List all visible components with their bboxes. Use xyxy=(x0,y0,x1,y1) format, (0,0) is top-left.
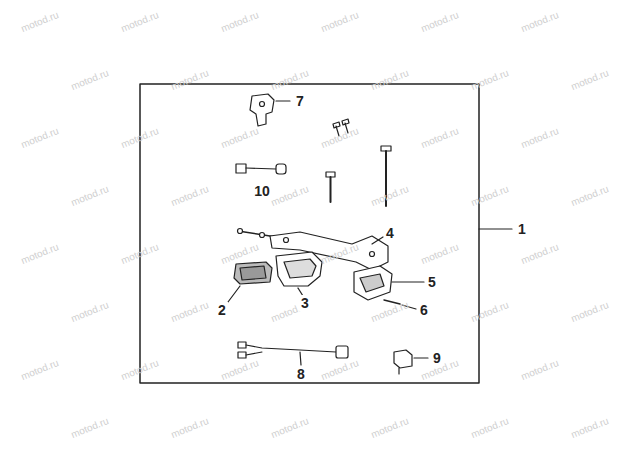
watermark: motod.ru xyxy=(570,300,610,324)
watermark: motod.ru xyxy=(420,10,460,34)
watermark: motod.ru xyxy=(570,68,610,92)
watermark: motod.ru xyxy=(370,184,410,208)
watermark: motod.ru xyxy=(370,68,410,92)
watermark: motod.ru xyxy=(270,184,310,208)
watermark: motod.ru xyxy=(20,126,60,150)
reflector-holder xyxy=(276,252,322,286)
callout-number: 1 xyxy=(516,221,528,237)
watermark: motod.ru xyxy=(370,300,410,324)
callout-number: 5 xyxy=(426,274,438,290)
watermark: motod.ru xyxy=(470,184,510,208)
wire-part xyxy=(246,345,336,355)
watermark: motod.ru xyxy=(520,358,560,382)
housing-face xyxy=(360,274,384,292)
bracket-hole xyxy=(260,102,265,107)
plate-hole xyxy=(370,252,375,257)
watermark: motod.ru xyxy=(120,126,160,150)
reflector-part xyxy=(234,262,272,284)
watermark: motod.ru xyxy=(70,68,110,92)
watermark: motod.ru xyxy=(120,242,160,266)
holder-recess xyxy=(284,259,316,278)
callout-number: 3 xyxy=(299,295,311,311)
watermark: motod.ru xyxy=(370,416,410,440)
watermark: motod.ru xyxy=(520,126,560,150)
callout-number: 2 xyxy=(216,302,228,318)
connector-part xyxy=(238,352,246,358)
watermark: motod.ru xyxy=(20,242,60,266)
leader-line xyxy=(276,100,290,101)
connector-part xyxy=(276,164,286,174)
callout-number: 9 xyxy=(431,350,443,366)
watermark: motod.ru xyxy=(70,300,110,324)
watermark: motod.ru xyxy=(170,184,210,208)
watermark: motod.ru xyxy=(320,10,360,34)
relay-pin xyxy=(398,368,399,374)
plate-hole xyxy=(284,238,289,243)
bracket-part xyxy=(250,94,274,126)
watermark: motod.ru xyxy=(320,126,360,150)
group-frame xyxy=(140,84,479,383)
callout-number: 7 xyxy=(294,93,306,109)
leader-line xyxy=(372,237,383,244)
connector-part xyxy=(336,346,348,358)
watermark: motod.ru xyxy=(170,68,210,92)
watermark: motod.ru xyxy=(520,10,560,34)
watermark: motod.ru xyxy=(70,416,110,440)
watermark: motod.ru xyxy=(320,242,360,266)
reflector-lens xyxy=(240,266,266,280)
watermark: motod.ru xyxy=(270,68,310,92)
bolt-part xyxy=(330,177,332,202)
callout-number: 6 xyxy=(418,302,430,318)
leader-line xyxy=(414,357,428,358)
watermark: motod.ru xyxy=(170,416,210,440)
callout-number: 10 xyxy=(252,183,272,199)
watermark: motod.ru xyxy=(220,358,260,382)
watermark: motod.ru xyxy=(70,184,110,208)
watermark: motod.ru xyxy=(420,126,460,150)
watermark: motod.ru xyxy=(20,10,60,34)
lamp-housing xyxy=(354,266,392,300)
watermark: motod.ru xyxy=(470,416,510,440)
watermark: motod.ru xyxy=(220,242,260,266)
connector-part xyxy=(236,164,246,173)
wire-part xyxy=(246,168,276,169)
watermark: motod.ru xyxy=(120,10,160,34)
watermark: motod.ru xyxy=(470,68,510,92)
watermark: motod.ru xyxy=(470,300,510,324)
watermark: motod.ru xyxy=(220,10,260,34)
relay-part xyxy=(394,350,412,368)
connector-part xyxy=(238,342,246,348)
watermark: motod.ru xyxy=(420,242,460,266)
watermark: motod.ru xyxy=(320,358,360,382)
watermark: motod.ru xyxy=(570,184,610,208)
leader-line xyxy=(392,281,424,282)
leader-line xyxy=(228,286,240,302)
callout-number: 8 xyxy=(295,366,307,382)
watermark: motod.ru xyxy=(570,416,610,440)
leader-line xyxy=(479,228,512,229)
watermark: motod.ru xyxy=(270,416,310,440)
watermark: motod.ru xyxy=(170,300,210,324)
washer-part xyxy=(260,233,265,238)
callout-number: 4 xyxy=(384,225,396,241)
watermark: motod.ru xyxy=(220,126,260,150)
watermark: motod.ru xyxy=(120,358,160,382)
watermark: motod.ru xyxy=(20,358,60,382)
watermark: motod.ru xyxy=(520,242,560,266)
leader-line xyxy=(300,352,301,365)
nut-part xyxy=(238,229,243,234)
